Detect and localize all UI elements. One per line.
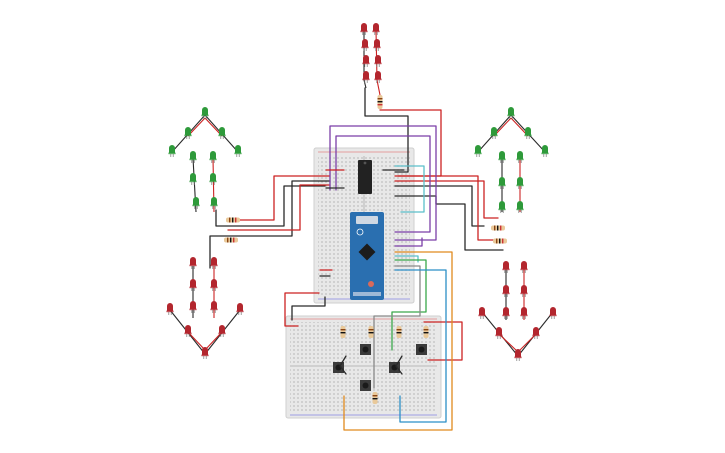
led	[502, 307, 510, 319]
led	[490, 127, 498, 139]
arduino-micro-board	[350, 212, 384, 300]
led	[507, 107, 515, 119]
resistor	[491, 225, 505, 231]
led	[374, 55, 382, 67]
led	[549, 307, 557, 319]
led	[360, 23, 368, 35]
led	[236, 303, 244, 315]
led	[498, 201, 506, 213]
led	[189, 151, 197, 163]
led	[524, 127, 532, 139]
led	[520, 285, 528, 297]
led	[495, 327, 503, 339]
led	[218, 127, 226, 139]
led	[184, 127, 192, 139]
led	[209, 151, 217, 163]
resistor	[340, 326, 346, 338]
pushbutton	[416, 344, 427, 355]
led	[516, 201, 524, 213]
led	[362, 71, 370, 83]
pushbuttons	[333, 344, 427, 391]
led	[189, 257, 197, 269]
led	[192, 197, 200, 209]
led	[474, 145, 482, 157]
led	[234, 145, 242, 157]
led	[516, 177, 524, 189]
pushbutton	[360, 380, 371, 391]
led	[210, 257, 218, 269]
pushbutton	[333, 362, 344, 373]
led	[210, 279, 218, 291]
led	[520, 261, 528, 273]
led	[373, 39, 381, 51]
led	[201, 107, 209, 119]
resistor	[372, 392, 378, 404]
led	[514, 349, 522, 361]
led	[189, 173, 197, 185]
led	[516, 151, 524, 163]
resistor	[423, 326, 429, 338]
led	[541, 145, 549, 157]
led	[210, 301, 218, 313]
ic-chip	[358, 160, 372, 194]
led	[189, 301, 197, 313]
resistor	[396, 326, 402, 338]
led	[184, 325, 192, 337]
pushbutton	[389, 362, 400, 373]
led	[218, 325, 226, 337]
resistor	[224, 237, 238, 243]
led	[209, 173, 217, 185]
led	[478, 307, 486, 319]
led	[502, 285, 510, 297]
led	[362, 55, 370, 67]
resistor	[493, 238, 507, 244]
led	[372, 23, 380, 35]
led	[210, 197, 218, 209]
led	[166, 303, 174, 315]
resistors	[224, 95, 507, 404]
pushbutton	[360, 344, 371, 355]
led	[374, 71, 382, 83]
led	[189, 279, 197, 291]
resistor	[226, 217, 240, 223]
led	[498, 177, 506, 189]
led	[361, 39, 369, 51]
led-groups	[166, 23, 557, 361]
led	[520, 307, 528, 319]
led	[502, 261, 510, 273]
led	[532, 327, 540, 339]
led	[168, 145, 176, 157]
led	[201, 347, 209, 359]
resistor	[377, 95, 383, 109]
wires	[209, 87, 506, 431]
resistor	[368, 326, 374, 338]
led	[498, 151, 506, 163]
lower-breadboard	[285, 315, 442, 419]
